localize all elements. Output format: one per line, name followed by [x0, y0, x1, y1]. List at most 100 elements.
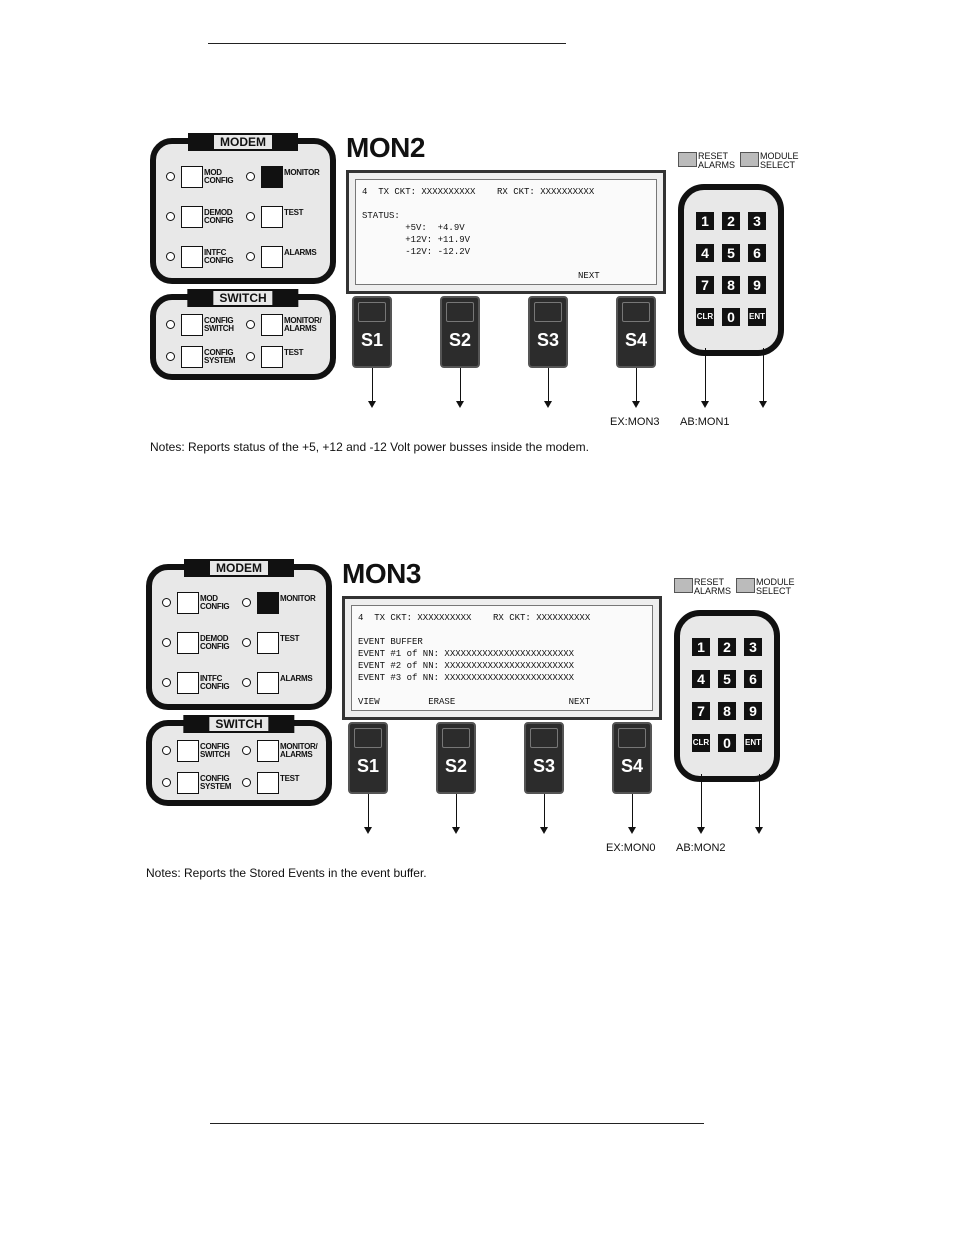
keypad-key-8[interactable]: 8 — [718, 702, 736, 720]
softkey-s1[interactable]: S1 — [352, 296, 392, 368]
modem-button-label: TEST — [284, 208, 304, 217]
switch-button-label: CONFIG SWITCH — [204, 316, 234, 333]
status-led — [242, 746, 251, 755]
switch-button-label: CONFIG SYSTEM — [200, 774, 232, 791]
modem-mod-config-button[interactable] — [181, 166, 203, 188]
keypad-key-6[interactable]: 6 — [748, 244, 766, 262]
switch-button-label: TEST — [284, 348, 304, 357]
softkey-arrow — [364, 794, 372, 834]
switch-config-switch-button[interactable] — [177, 740, 199, 762]
switch-button-label: MONITOR/ ALARMS — [284, 316, 322, 333]
softkey-s4[interactable]: S4 — [612, 722, 652, 794]
softkey-s3[interactable]: S3 — [524, 722, 564, 794]
modem-demod-config-button[interactable] — [181, 206, 203, 228]
switch-monitor-alarms-button[interactable] — [261, 314, 283, 336]
clr-arrow — [701, 348, 709, 408]
keypad-key-1[interactable]: 1 — [692, 638, 710, 656]
modem-demod-config-button[interactable] — [177, 632, 199, 654]
status-led — [162, 778, 171, 787]
modem-button-label: INTFC CONFIG — [204, 248, 234, 265]
keypad-key-9[interactable]: 9 — [748, 276, 766, 294]
softkey-cap — [534, 302, 562, 322]
status-led — [242, 678, 251, 687]
status-led — [246, 172, 255, 181]
modem-button-label: INTFC CONFIG — [200, 674, 230, 691]
modem-intfc-config-button[interactable] — [177, 672, 199, 694]
keypad-key-2[interactable]: 2 — [722, 212, 740, 230]
display-line: -12V: -12.2V — [362, 247, 471, 257]
softkey-s1[interactable]: S1 — [348, 722, 388, 794]
keypad-key-6[interactable]: 6 — [744, 670, 762, 688]
softkey-label: S1 — [360, 330, 384, 350]
switch-test-button[interactable] — [257, 772, 279, 794]
keypad-key-9[interactable]: 9 — [744, 702, 762, 720]
keypad-key-5[interactable]: 5 — [722, 244, 740, 262]
modem-intfc-config-button[interactable] — [181, 246, 203, 268]
lcd-screen: 4 TX CKT: XXXXXXXXXX RX CKT: XXXXXXXXXX E… — [351, 605, 653, 711]
keypad-key-clr[interactable]: CLR — [692, 734, 710, 752]
keypad-key-7[interactable]: 7 — [692, 702, 710, 720]
modem-button-label: DEMOD CONFIG — [204, 208, 234, 225]
softkey-arrow — [540, 794, 548, 834]
reset-alarms-icon — [678, 152, 697, 167]
keypad-key-1[interactable]: 1 — [696, 212, 714, 230]
softkey-label: S2 — [444, 756, 468, 776]
keypad-key-4[interactable]: 4 — [696, 244, 714, 262]
status-led — [166, 172, 175, 181]
switch-button-label: CONFIG SWITCH — [200, 742, 230, 759]
softkey-label: S2 — [448, 330, 472, 350]
status-led — [242, 778, 251, 787]
modem-monitor-button[interactable] — [261, 166, 283, 188]
status-led — [166, 212, 175, 221]
status-led — [246, 252, 255, 261]
reset-alarms-icon — [674, 578, 693, 593]
softkey-label: S4 — [624, 330, 648, 350]
softkey-arrow — [544, 368, 552, 408]
display-line: EVENT #3 of NN: XXXXXXXXXXXXXXXXXXXXXXXX — [358, 673, 575, 683]
keypad-key-7[interactable]: 7 — [696, 276, 714, 294]
keypad-key-0[interactable]: 0 — [718, 734, 736, 752]
modem-test-button[interactable] — [261, 206, 283, 228]
softkey-s2[interactable]: S2 — [440, 296, 480, 368]
keypad-key-3[interactable]: 3 — [744, 638, 762, 656]
keypad-key-ent[interactable]: ENT — [744, 734, 762, 752]
status-led — [162, 678, 171, 687]
switch-config-switch-button[interactable] — [181, 314, 203, 336]
keypad-key-ent[interactable]: ENT — [748, 308, 766, 326]
status-led — [242, 638, 251, 647]
display-line: 4 TX CKT: XXXXXXXXXX RX CKT: XXXXXXXXXX — [362, 187, 595, 197]
keypad-key-5[interactable]: 5 — [718, 670, 736, 688]
softkey-arrow — [628, 794, 636, 834]
modem-alarms-button[interactable] — [261, 246, 283, 268]
keypad-key-2[interactable]: 2 — [718, 638, 736, 656]
switch-group-title: SWITCH — [183, 715, 295, 733]
switch-button-label: TEST — [280, 774, 300, 783]
switch-config-system-button[interactable] — [181, 346, 203, 368]
softkey-s2[interactable]: S2 — [436, 722, 476, 794]
modem-group-title: MODEM — [188, 133, 298, 151]
keypad-key-0[interactable]: 0 — [722, 308, 740, 326]
modem-button-label: ALARMS — [284, 248, 317, 257]
softkey-s4[interactable]: S4 — [616, 296, 656, 368]
keypad-key-clr[interactable]: CLR — [696, 308, 714, 326]
softkey-s3[interactable]: S3 — [528, 296, 568, 368]
modem-monitor-button[interactable] — [257, 592, 279, 614]
keypad-key-4[interactable]: 4 — [692, 670, 710, 688]
modem-button-label: MONITOR — [280, 594, 316, 603]
switch-group-title: SWITCH — [187, 289, 299, 307]
modem-alarms-button[interactable] — [257, 672, 279, 694]
switch-config-system-button[interactable] — [177, 772, 199, 794]
modem-button-label: TEST — [280, 634, 300, 643]
switch-test-button[interactable] — [261, 346, 283, 368]
display-line: 4 TX CKT: XXXXXXXXXX RX CKT: XXXXXXXXXX — [358, 613, 591, 623]
modem-mod-config-button[interactable] — [177, 592, 199, 614]
keypad-key-3[interactable]: 3 — [748, 212, 766, 230]
modem-group-title: MODEM — [184, 559, 294, 577]
modem-test-button[interactable] — [257, 632, 279, 654]
modem-button-label: MONITOR — [284, 168, 320, 177]
keypad-key-8[interactable]: 8 — [722, 276, 740, 294]
switch-monitor-alarms-button[interactable] — [257, 740, 279, 762]
status-led — [162, 598, 171, 607]
